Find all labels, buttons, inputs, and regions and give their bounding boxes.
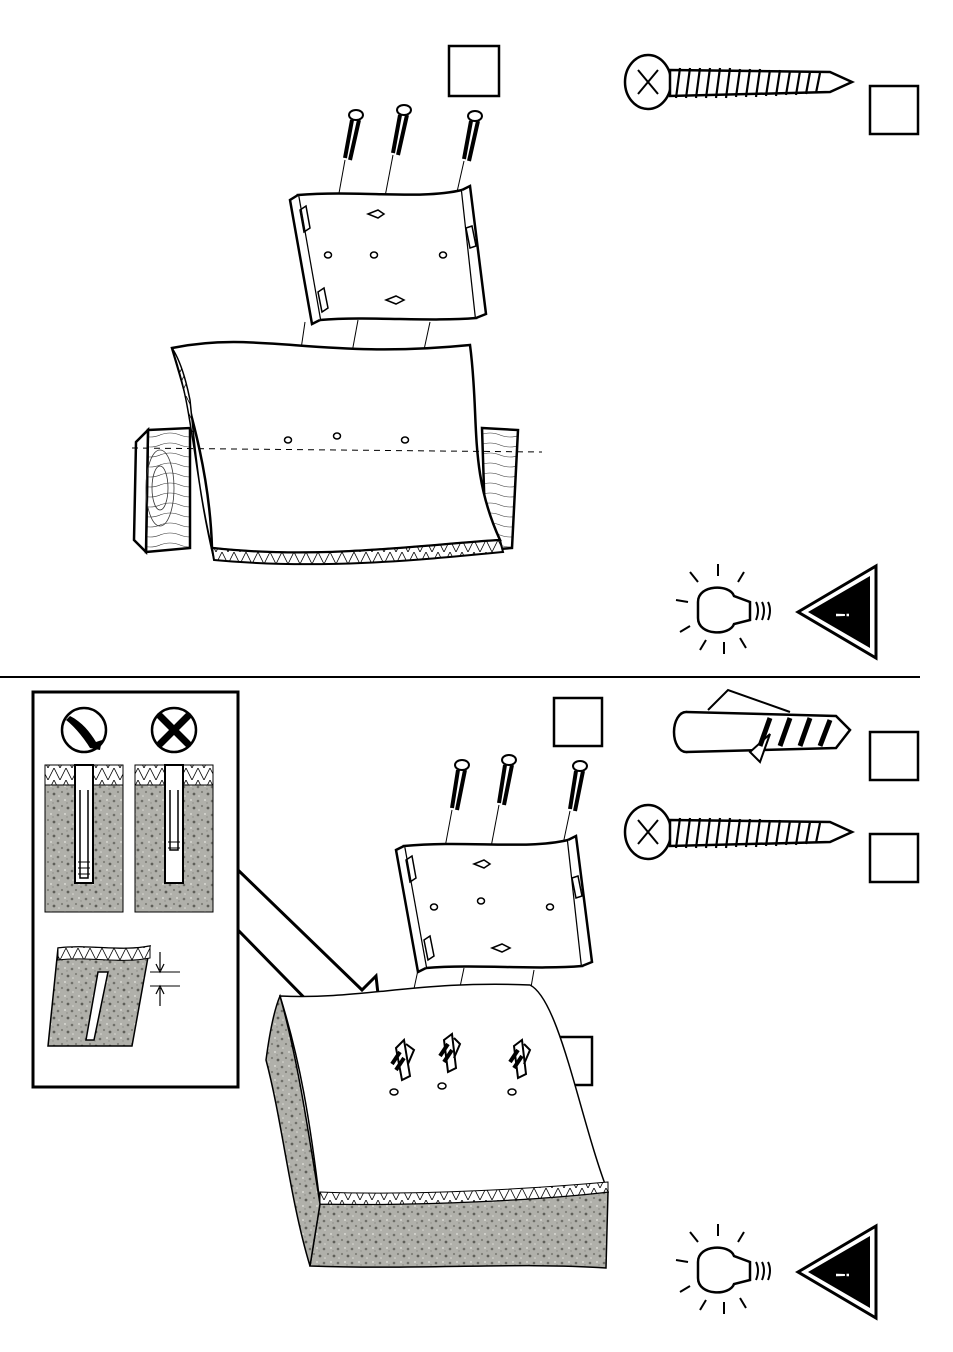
screw-2 xyxy=(499,755,516,805)
part-box-screw-count xyxy=(870,86,918,134)
screw-2 xyxy=(393,105,411,155)
panel-wood-mount: ! xyxy=(132,46,918,658)
tip-lightbulb-icon xyxy=(676,1224,770,1314)
correct-drill-icon xyxy=(62,708,106,752)
screw-3 xyxy=(570,761,587,811)
concrete-wall xyxy=(266,984,608,1268)
drill-section-incorrect xyxy=(135,765,213,912)
panel-wall-mount: ! xyxy=(33,690,918,1318)
wall-plug-part-illustration xyxy=(674,690,850,762)
mounting-bracket xyxy=(396,836,592,972)
warning-glyph: ! xyxy=(833,1272,853,1278)
mounting-bracket xyxy=(290,186,486,324)
part-box-screw-callout xyxy=(449,46,499,96)
wallboard xyxy=(172,342,503,564)
tip-lightbulb-icon xyxy=(676,564,770,654)
wrong-drill-icon xyxy=(152,708,196,752)
screw-part-illustration xyxy=(625,55,852,109)
part-box-screw-callout xyxy=(554,698,602,746)
screw-part-illustration xyxy=(625,805,852,859)
warning-triangle-icon: ! xyxy=(798,1226,876,1318)
drilling-detail-inset xyxy=(33,692,238,1087)
part-box-screw-count xyxy=(870,834,918,882)
screw-3 xyxy=(464,111,482,161)
warning-glyph: ! xyxy=(833,612,853,618)
warning-triangle-icon: ! xyxy=(798,566,876,658)
part-box-plug-count xyxy=(870,732,918,780)
screw-1 xyxy=(452,760,469,810)
screw-1 xyxy=(345,110,363,160)
drill-section-correct xyxy=(45,765,123,912)
